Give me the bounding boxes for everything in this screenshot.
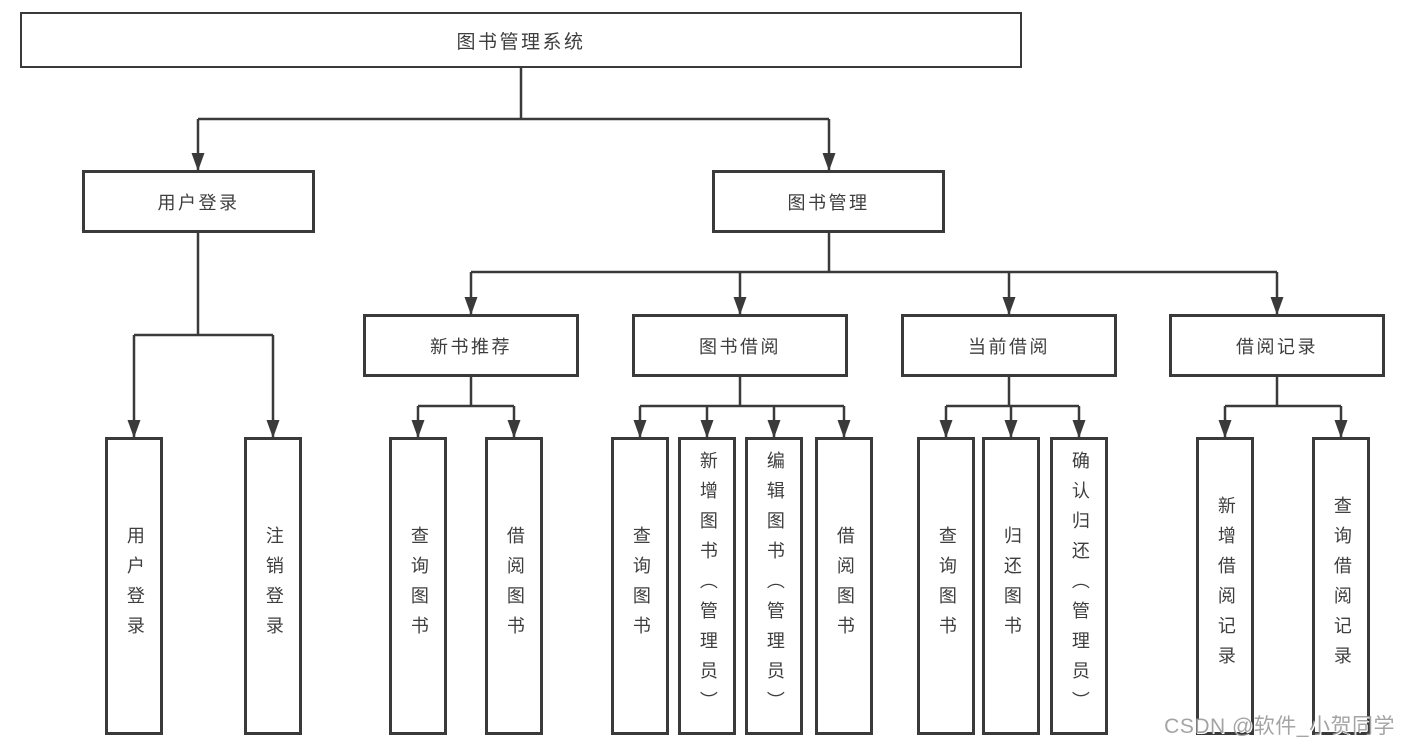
node-user-login-label: 用户登录 bbox=[157, 192, 240, 213]
leaf-edit-book-admin: 编辑图书（管理员） bbox=[745, 437, 803, 735]
connectors-book-borrowing bbox=[633, 377, 851, 438]
leaf-borrow-books-recommend: 借阅图书 bbox=[485, 437, 543, 735]
leaf-return-books: 归还图书 bbox=[982, 437, 1040, 735]
leaf-confirm-return-admin-label: 确认归还（管理员） bbox=[1069, 451, 1090, 721]
leaf-logout: 注销登录 bbox=[244, 437, 302, 735]
connectors-user-login bbox=[127, 233, 280, 438]
leaf-query-books-borrowing: 查询图书 bbox=[611, 437, 669, 735]
node-library-system: 图书管理系统 bbox=[20, 12, 1022, 68]
leaf-add-book-admin-label: 新增图书（管理员） bbox=[697, 451, 718, 721]
leaf-edit-book-admin-label: 编辑图书（管理员） bbox=[764, 451, 785, 721]
node-book-borrowing: 图书借阅 bbox=[632, 314, 848, 377]
node-borrowing-records: 借阅记录 bbox=[1169, 314, 1385, 377]
leaf-query-borrow-record-label: 查询借阅记录 bbox=[1331, 496, 1352, 676]
leaf-query-books-recommend-label: 查询图书 bbox=[408, 526, 429, 646]
node-book-management-label: 图书管理 bbox=[787, 192, 870, 213]
node-book-management: 图书管理 bbox=[712, 170, 945, 233]
leaf-query-books-current-label: 查询图书 bbox=[936, 526, 957, 646]
node-current-borrowing-label: 当前借阅 bbox=[968, 336, 1050, 357]
node-new-book-recommend: 新书推荐 bbox=[363, 314, 579, 377]
leaf-query-books-current: 查询图书 bbox=[917, 437, 975, 735]
node-library-system-label: 图书管理系统 bbox=[456, 31, 586, 53]
connectors-root bbox=[191, 68, 836, 171]
leaf-borrow-books-recommend-label: 借阅图书 bbox=[504, 526, 525, 646]
leaf-query-borrow-record: 查询借阅记录 bbox=[1312, 437, 1370, 735]
leaf-user-login: 用户登录 bbox=[105, 437, 163, 735]
node-borrowing-records-label: 借阅记录 bbox=[1236, 336, 1318, 357]
leaf-add-borrow-record-label: 新增借阅记录 bbox=[1215, 496, 1236, 676]
leaf-query-books-recommend: 查询图书 bbox=[389, 437, 447, 735]
connectors-borrowing-records bbox=[1218, 377, 1348, 438]
leaf-logout-label: 注销登录 bbox=[263, 526, 284, 646]
leaf-return-books-label: 归还图书 bbox=[1001, 526, 1022, 646]
node-book-borrowing-label: 图书借阅 bbox=[699, 336, 781, 357]
leaf-add-book-admin: 新增图书（管理员） bbox=[678, 437, 736, 735]
connectors-current-borrowing bbox=[939, 377, 1086, 438]
connectors-book-management bbox=[464, 233, 1284, 315]
watermark: CSDN @软件_小贺同学 bbox=[1164, 715, 1395, 738]
leaf-confirm-return-admin: 确认归还（管理员） bbox=[1050, 437, 1108, 735]
leaf-query-books-borrowing-label: 查询图书 bbox=[630, 526, 651, 646]
node-new-book-recommend-label: 新书推荐 bbox=[430, 336, 512, 357]
leaf-add-borrow-record: 新增借阅记录 bbox=[1196, 437, 1254, 735]
connectors-new-book-recommend bbox=[411, 377, 521, 438]
node-user-login: 用户登录 bbox=[82, 170, 315, 233]
node-current-borrowing: 当前借阅 bbox=[901, 314, 1117, 377]
leaf-borrow-books-borrowing: 借阅图书 bbox=[815, 437, 873, 735]
leaf-user-login-label: 用户登录 bbox=[124, 526, 145, 646]
leaf-borrow-books-borrowing-label: 借阅图书 bbox=[834, 526, 855, 646]
